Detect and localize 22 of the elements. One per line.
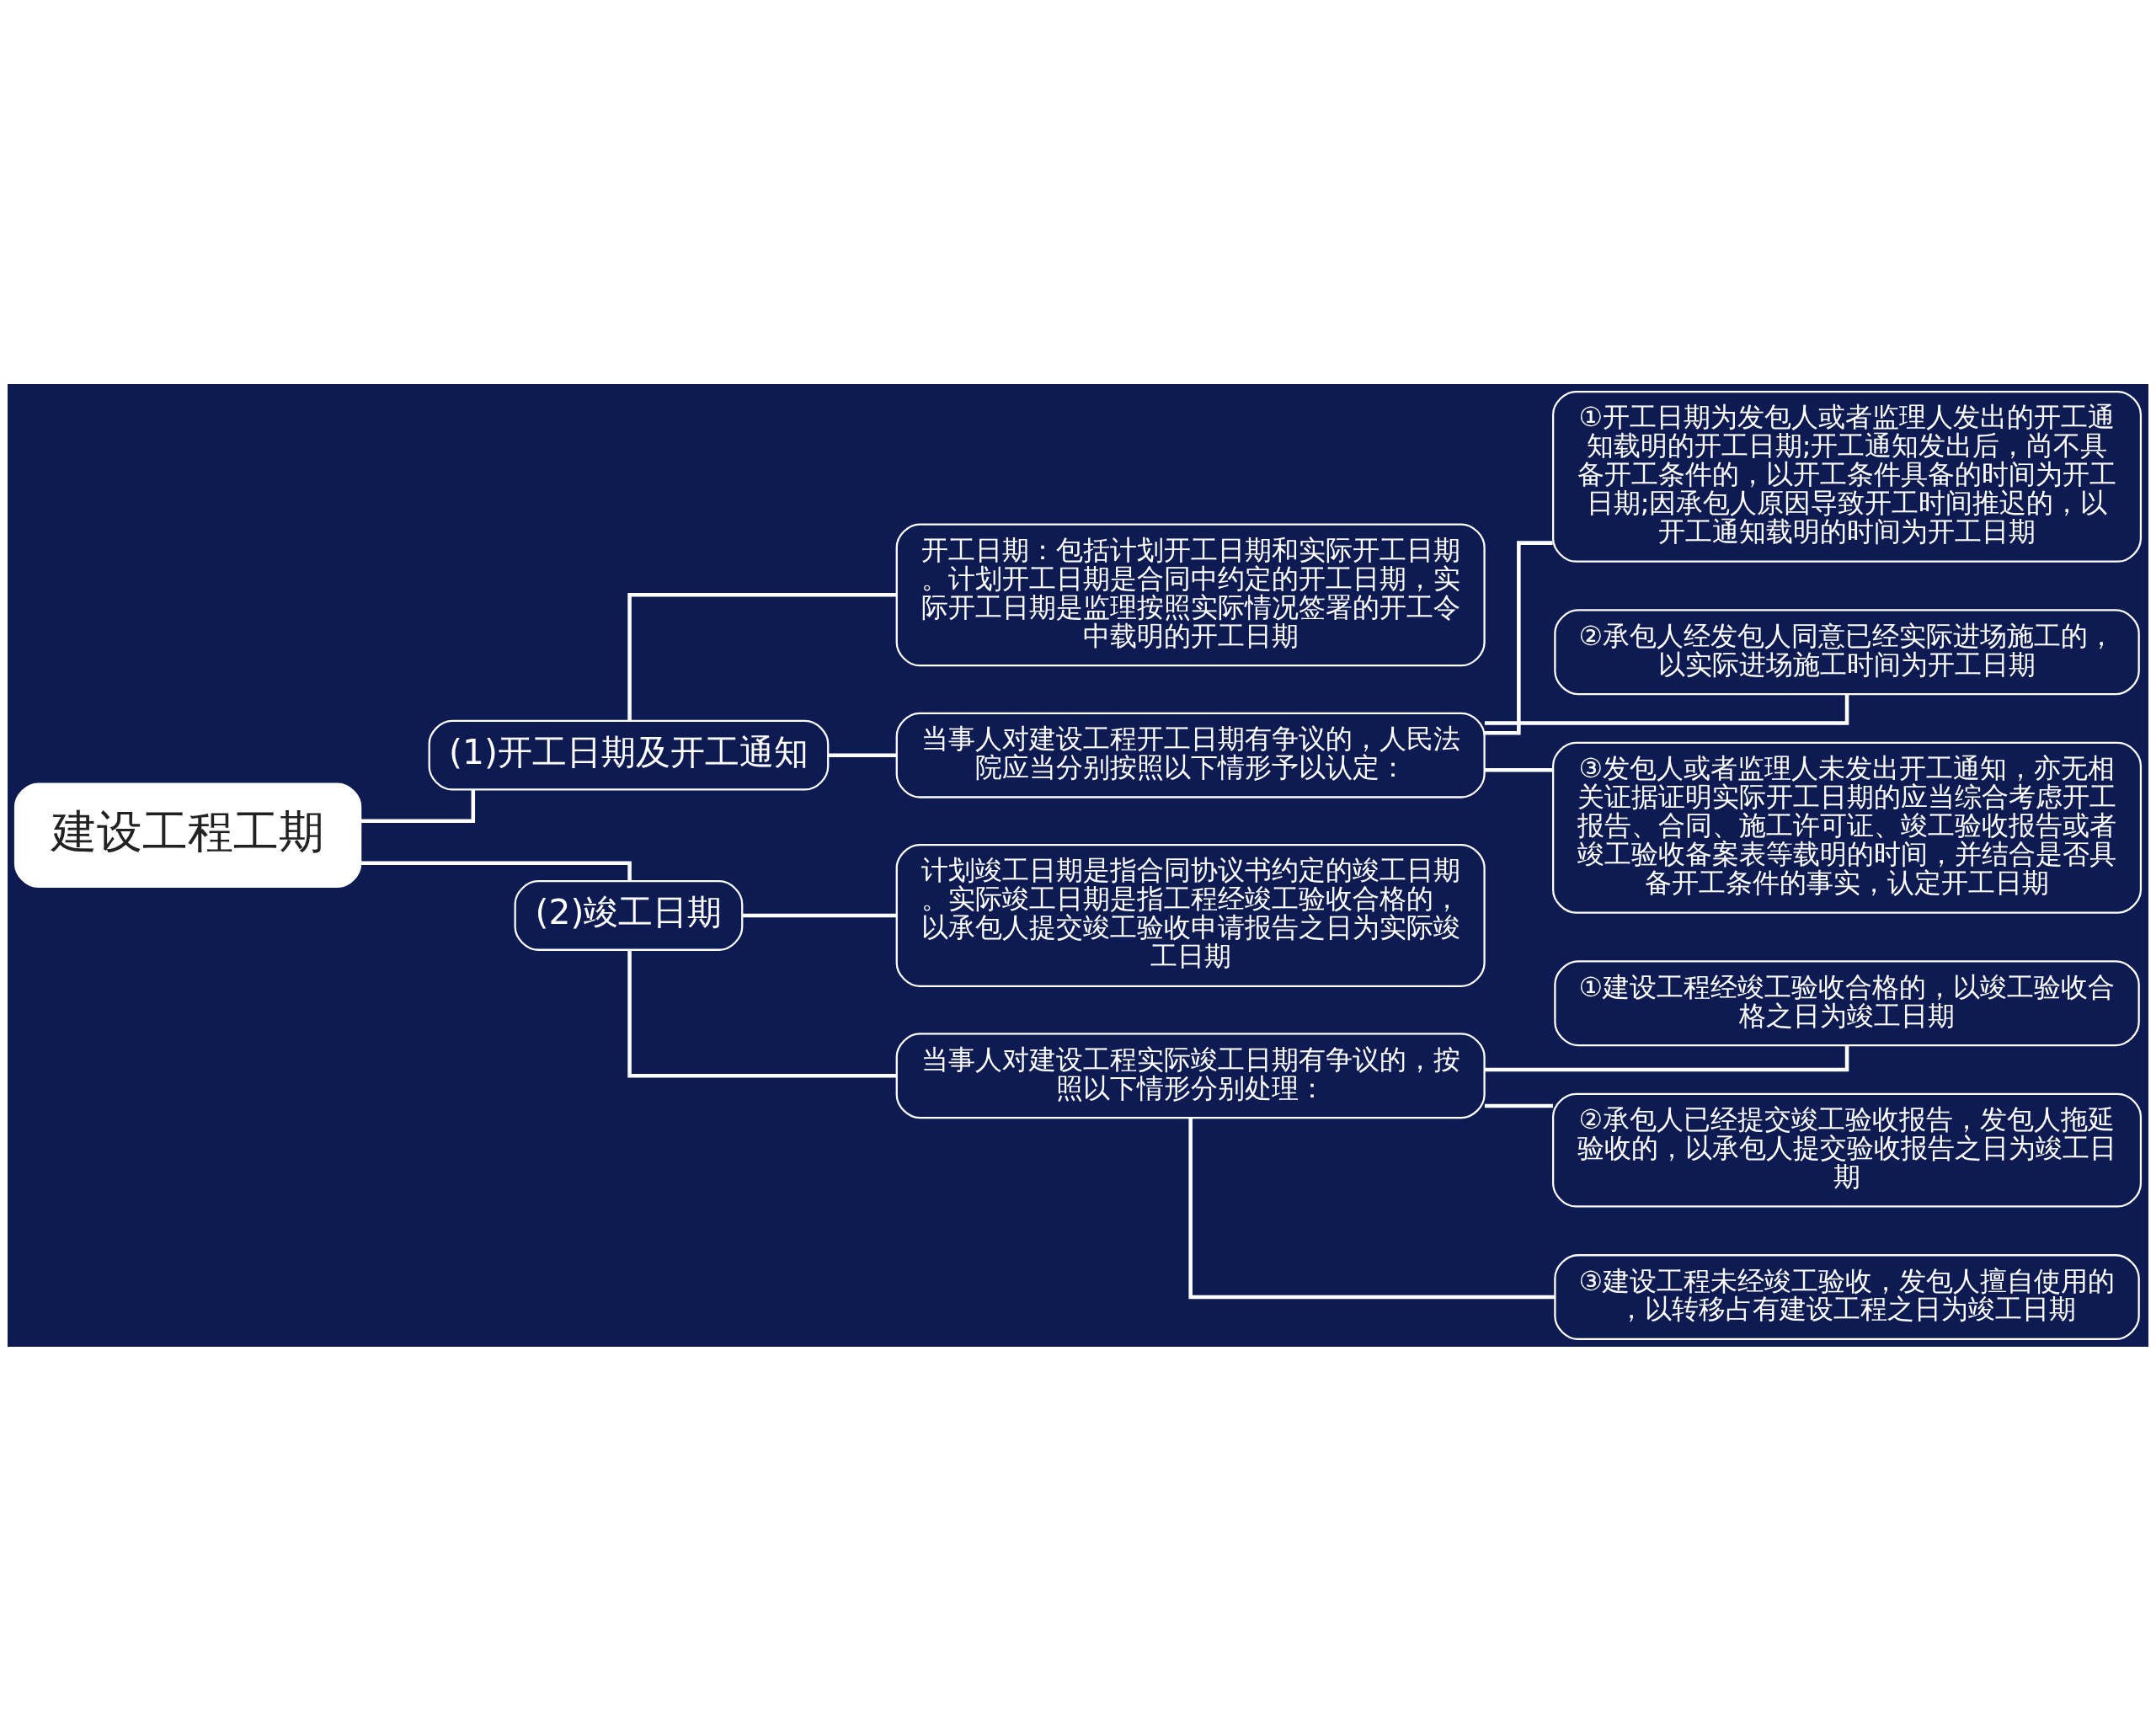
connector [360, 860, 632, 881]
connector [742, 913, 897, 917]
node-box: ③发包人或者监理人未发出开工通知，亦无相关证据证明实际开工日期的应当综合考虑开工报告、合同、施工许可证、竣工验收报告或者竣工验收备案表等载明的时间，并结合是否具备开工条件的事实，认定开工日期 [1552, 741, 2143, 914]
node-box: ①开工日期为发包人或者监理人发出的开工通知载明的开工日期;开工通知发出后，尚不具备开工条件的，以开工条件具备的时间为开工日期;因承包人原因导致开工时间推迟的，以开工通知载明的时间为开工日期 [1552, 390, 2143, 563]
connector [1484, 767, 1553, 772]
node-box: 计划竣工日期是指合同协议书约定的竣工日期。实际竣工日期是指工程经竣工验收合格的，以承包人提交竣工验收申请报告之日为实际竣工日期 [895, 843, 1486, 987]
node-box: 建设工程工期 [13, 782, 362, 888]
connector [828, 752, 897, 757]
node-box: (1)开工日期及开工通知 [428, 719, 830, 791]
node-box: 当事人对建设工程实际竣工日期有争议的，按照以下情形分别处理： [895, 1032, 1486, 1119]
node-box: 开工日期：包括计划开工日期和实际开工日期。计划开工日期是合同中约定的开工日期，实际开工日期是监理按照实际情况签署的开工令中载明的开工日期 [895, 522, 1486, 666]
node-box: (2)竣工日期 [514, 879, 744, 951]
connector [1484, 1045, 1849, 1071]
connector [627, 949, 897, 1078]
connector [1188, 1117, 1556, 1299]
node-box: ③建设工程未经竣工验收，发包人擅自使用的，以转移占有建设工程之日为竣工日期 [1554, 1253, 2140, 1340]
node-box: 当事人对建设工程开工日期有争议的，人民法院应当分别按照以下情形予以认定： [895, 712, 1486, 798]
node-box: ②承包人经发包人同意已经实际进场施工的，以实际进场施工时间为开工日期 [1554, 608, 2140, 695]
connector [1484, 1103, 1553, 1108]
connector [627, 592, 897, 720]
node-box: ①建设工程经竣工验收合格的，以竣工验收合格之日为竣工日期 [1554, 959, 2140, 1046]
node-box: ②承包人已经提交竣工验收报告，发包人拖延验收的，以承包人提交验收报告之日为竣工日期 [1552, 1092, 2143, 1208]
